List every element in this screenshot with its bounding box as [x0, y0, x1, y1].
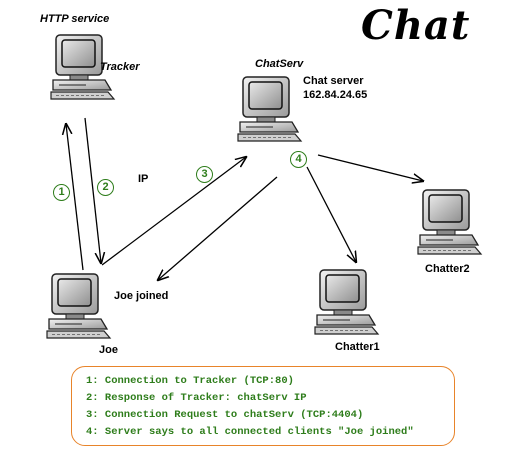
arrow-step-3	[101, 157, 246, 266]
arrow-step-4-chatter2	[317, 154, 423, 181]
chatter1-computer-icon	[314, 269, 379, 335]
diagram-title: Chat	[361, 2, 471, 49]
arrow-step-1	[66, 124, 84, 271]
tracker-label: Tracker	[100, 61, 140, 73]
legend-step-2: 2: Response of Tracker: chatServ IP	[86, 392, 307, 404]
step-badge-2: 2	[97, 179, 114, 196]
step-badge-1: 1	[53, 184, 70, 201]
legend-step-1: 1: Connection to Tracker (TCP:80)	[86, 375, 294, 387]
arrow-joe-joined	[158, 176, 278, 280]
chat-server-label: Chat server	[303, 75, 364, 87]
arrow-step-4-chatter1	[306, 166, 356, 262]
chatter2-label: Chatter2	[425, 263, 470, 275]
joe-label: Joe	[99, 344, 118, 356]
tracker-service-label: HTTP service	[40, 13, 110, 25]
legend-step-4: 4: Server says to all connected clients …	[86, 426, 414, 438]
step-badge-3: 3	[196, 166, 213, 183]
chatter1-label: Chatter1	[335, 341, 380, 353]
step-badge-4: 4	[290, 151, 307, 168]
legend-step-3: 3: Connection Request to chatServ (TCP:4…	[86, 409, 364, 421]
chatserv-label: ChatServ	[255, 58, 304, 70]
chatter2-computer-icon	[417, 189, 482, 255]
joe-joined-flow-label: Joe joined	[114, 290, 169, 302]
arrow-step-2	[84, 117, 101, 263]
chat-server-ip: 162.84.24.65	[303, 89, 368, 101]
joe-computer-icon	[46, 273, 111, 339]
chatserv-computer-icon	[237, 76, 302, 142]
steps-legend: 1: Connection to Tracker (TCP:80) 2: Res…	[71, 366, 455, 446]
ip-flow-label: IP	[138, 173, 149, 185]
